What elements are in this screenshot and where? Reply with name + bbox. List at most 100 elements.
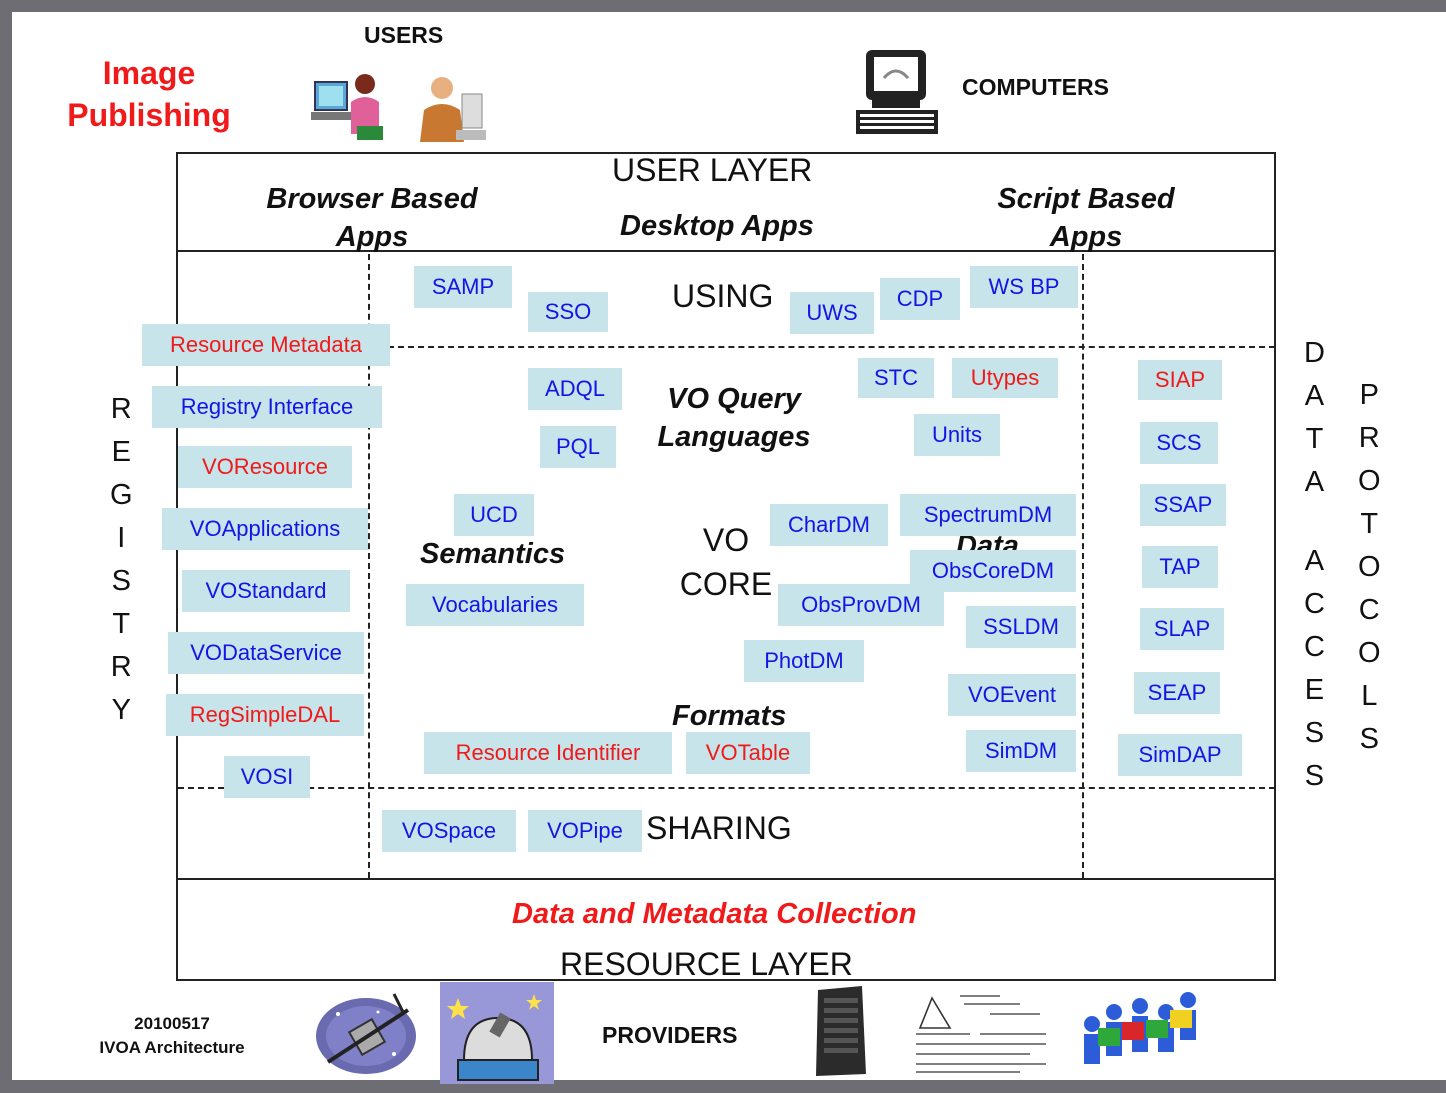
- simdap-label: SimDAP: [1118, 734, 1242, 776]
- users-label: USERS: [364, 22, 444, 48]
- vertical-letter: O: [1358, 637, 1381, 669]
- votable-label: VOTable: [686, 732, 810, 774]
- vertical-letter: S: [111, 565, 131, 597]
- observatory-icon: [440, 982, 554, 1084]
- vertical-letter: T: [1305, 423, 1324, 455]
- data-collection-label: Data and Metadata Collection: [512, 898, 917, 930]
- vertical-letter: A: [1304, 380, 1325, 412]
- vocabularies-label: Vocabularies: [406, 584, 584, 626]
- vertical-letter: R: [110, 651, 132, 683]
- vospace-label: VOSpace: [382, 810, 516, 852]
- adql-label: ADQL: [528, 368, 622, 410]
- satellite-icon: [316, 993, 416, 1074]
- vertical-letter: S: [1304, 760, 1325, 792]
- divider-left: [368, 254, 370, 878]
- vertical-letter: A: [1304, 545, 1325, 577]
- using-label: USING: [672, 278, 774, 314]
- formats-label: Formats: [672, 700, 787, 732]
- spectrumdm-label: SpectrumDM: [900, 494, 1076, 536]
- user-layer-title: USER LAYER: [612, 152, 813, 188]
- sso-label: SSO: [528, 292, 608, 332]
- vo-core-line-2: CORE: [679, 566, 773, 602]
- tap-label: TAP: [1142, 546, 1218, 588]
- vosi-label: VOSI: [224, 756, 310, 798]
- desktop-apps-label: Desktop Apps: [620, 210, 814, 242]
- utypes-label: Utypes: [952, 358, 1058, 398]
- vo-core-label: VO CORE: [668, 518, 784, 606]
- divider-right: [1082, 254, 1084, 878]
- pql-label: PQL: [540, 426, 616, 468]
- script-apps-line-2: Apps: [1049, 221, 1123, 253]
- vertical-letter: S: [1359, 723, 1379, 755]
- vertical-letter: G: [110, 479, 133, 511]
- registry-interface-label: Registry Interface: [152, 386, 382, 428]
- voevent-label: VOEvent: [948, 674, 1076, 716]
- stc-label: STC: [858, 358, 934, 398]
- query-languages-label: VO Query Languages: [648, 380, 820, 456]
- middle-box: [176, 252, 1276, 879]
- diagram-title: Image Publishing: [34, 52, 264, 136]
- vertical-letter: O: [1358, 551, 1381, 583]
- vertical-letter: C: [1358, 594, 1380, 626]
- footer-caption-text: IVOA Architecture: [99, 1038, 245, 1057]
- footer-date: 20100517: [134, 1014, 210, 1033]
- ssldm-label: SSLDM: [966, 606, 1076, 648]
- diagram-canvas: Image Publishing USERS COMPUTERS USE: [12, 12, 1446, 1084]
- vertical-letter: R: [110, 393, 132, 425]
- query-line-1: VO Query: [667, 383, 801, 415]
- resource-identifier-label: Resource Identifier: [424, 732, 672, 774]
- footer-caption: 20100517 IVOA Architecture: [82, 1012, 262, 1060]
- uws-label: UWS: [790, 292, 874, 334]
- wsbp-label: WS BP: [970, 266, 1078, 308]
- puzzle-team-icon: [1084, 992, 1196, 1064]
- vertical-letter: E: [1304, 674, 1325, 706]
- cdp-label: CDP: [880, 278, 960, 320]
- title-line-2: Publishing: [67, 97, 231, 133]
- browser-apps-label: Browser Based Apps: [252, 180, 492, 256]
- script-apps-line-1: Script Based: [997, 183, 1175, 215]
- math-notes-icon: [910, 988, 1052, 1078]
- slap-label: SLAP: [1140, 608, 1224, 650]
- semantics-label: Semantics: [420, 538, 566, 570]
- vertical-letter: T: [112, 608, 131, 640]
- divider-sharing: [178, 787, 1275, 789]
- user-layer-box: [176, 152, 1276, 252]
- computers-label: COMPUTERS: [962, 74, 1109, 100]
- samp-label: SAMP: [414, 266, 512, 308]
- voresource-label: VOResource: [178, 446, 352, 488]
- title-line-1: Image: [102, 55, 196, 91]
- vertical-letter: R: [1358, 422, 1380, 454]
- units-label: Units: [914, 414, 1000, 456]
- resource-metadata-label: Resource Metadata: [142, 324, 390, 366]
- resource-layer-title: RESOURCE LAYER: [560, 946, 853, 982]
- divider-using: [388, 346, 1275, 348]
- siap-label: SIAP: [1138, 360, 1222, 400]
- browser-apps-line-1: Browser Based: [266, 183, 478, 215]
- regsimpledal-label: RegSimpleDAL: [166, 694, 364, 736]
- vertical-letter: C: [1304, 588, 1325, 620]
- user-man-icon: [420, 77, 486, 142]
- resource-layer-box: [176, 878, 1276, 981]
- ucd-label: UCD: [454, 494, 534, 536]
- providers-label: PROVIDERS: [602, 1022, 738, 1048]
- seap-label: SEAP: [1134, 672, 1220, 714]
- photdm-label: PhotDM: [744, 640, 864, 682]
- browser-apps-line-2: Apps: [335, 221, 409, 253]
- vertical-letter: I: [117, 522, 126, 554]
- scs-label: SCS: [1140, 422, 1218, 464]
- query-line-2: Languages: [657, 421, 811, 453]
- sharing-label: SHARING: [646, 810, 792, 846]
- vo-core-line-1: VO: [702, 522, 750, 558]
- script-apps-label: Script Based Apps: [976, 180, 1196, 256]
- computer-terminal-icon: [856, 50, 938, 134]
- vertical-letter: C: [1304, 631, 1325, 663]
- vertical-letter: O: [1358, 465, 1381, 497]
- vodataservice-label: VODataService: [168, 632, 364, 674]
- user-woman-icon: [311, 74, 383, 140]
- vertical-letter: T: [1360, 508, 1379, 540]
- vertical-letter: A: [1304, 466, 1325, 498]
- vertical-letter: P: [1359, 379, 1379, 411]
- ssap-label: SSAP: [1140, 484, 1226, 526]
